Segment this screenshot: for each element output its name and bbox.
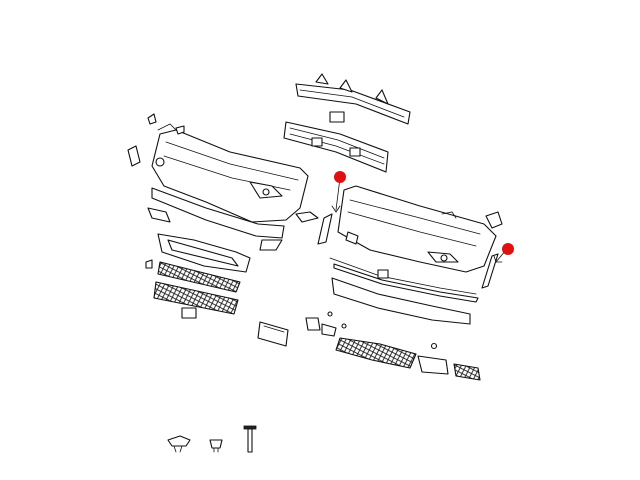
left-grille-frame [157, 233, 251, 273]
right-bumper-bracket [481, 243, 514, 289]
left-grille-meshes [145, 259, 241, 319]
right-lower-valance [329, 257, 479, 325]
lower-right-bumper-fascia [337, 185, 503, 273]
upper-reinforcement-beam [295, 73, 411, 125]
left-fasteners [127, 113, 319, 223]
upper-left-bumper-fascia [151, 123, 309, 223]
lower-reinforcement-beam [283, 121, 389, 173]
left-lower-valance [151, 187, 285, 251]
right-grille-parts [305, 311, 481, 381]
license-plate-bracket [257, 321, 289, 347]
right-marker-dot [502, 243, 514, 255]
left-bumper-bracket [317, 171, 346, 245]
left-marker-dot [334, 171, 346, 183]
bottom-fasteners [167, 425, 257, 453]
